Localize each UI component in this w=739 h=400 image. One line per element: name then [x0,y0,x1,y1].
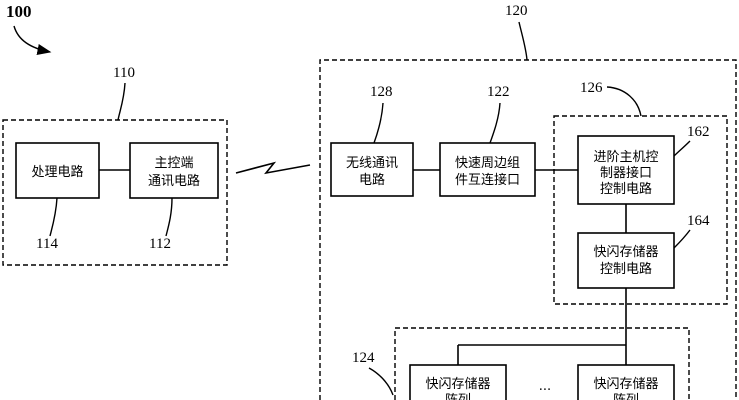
block-array1-label-line1: 快闪存储器 [425,377,490,392]
leader-nvme-interface [673,140,691,157]
leader-host [117,82,126,121]
ref-nvme-interface: 162 [687,124,710,140]
ref-host: 110 [113,65,135,81]
block-wireless-label-line2: 电路 [359,172,385,188]
block-flash-controller [577,232,675,289]
block-nvme-label-line3: 控制电路 [600,181,652,197]
block-pcie-label-line1: 快速周边组 [455,156,520,171]
block-array1-label-line2: 阵列 [445,393,471,400]
block-wireless-comm [330,142,414,197]
leader-host-comm [165,197,173,237]
block-array2-label-line2: 阵列 [613,393,639,400]
leader-wireless [373,102,384,144]
block-flash-array-2 [577,364,675,400]
ref-flash-controller: 164 [687,213,710,229]
array-ellipsis: ... [539,379,551,394]
block-nvme-interface-ctrl [577,135,675,205]
block-flash-ctrl-label-line2: 控制电路 [600,261,652,277]
block-pcie-interface [439,142,536,197]
block-host-comm-circuit [129,142,219,199]
leader-pcie [489,102,501,144]
block-nvme-label-line2: 制器接口 [600,165,652,181]
ref-host-comm: 112 [149,236,171,252]
block-host-comm-label-line1: 主控端 [154,156,193,171]
block-host-comm-label-line2: 通讯电路 [148,173,200,189]
block-nvme-label-line1: 进阶主机控 [593,150,658,165]
block-pcie-label-line2: 件互连接口 [455,172,520,188]
leader-controller-group [606,86,642,117]
ref-array-group: 124 [352,350,375,366]
block-flash-array-1 [409,364,507,400]
wireless-link-symbol [235,161,311,175]
controller-group-outline [553,115,728,305]
leader-array-group [368,367,394,396]
figure-label: 100 [6,2,32,21]
block-array2-label-line1: 快闪存储器 [593,377,658,392]
host-group-outline [2,119,228,266]
leader-device [518,21,528,61]
ref-pcie: 122 [487,84,510,100]
block-flash-ctrl-label-line1: 快闪存储器 [593,245,658,260]
figure-arrow [13,25,52,56]
block-wireless-label-line1: 无线通讯 [346,156,398,171]
ref-wireless: 128 [370,84,393,100]
ref-processing: 114 [36,236,58,252]
leader-flash-controller [673,229,691,249]
block-processing-circuit-label: 处理电路 [31,164,83,180]
device-group-outline [319,59,737,400]
ref-device: 120 [505,3,528,19]
array-group-outline [394,327,690,400]
ref-controller-group: 126 [580,80,603,96]
block-processing-circuit [15,142,100,199]
leader-processing [49,197,58,237]
